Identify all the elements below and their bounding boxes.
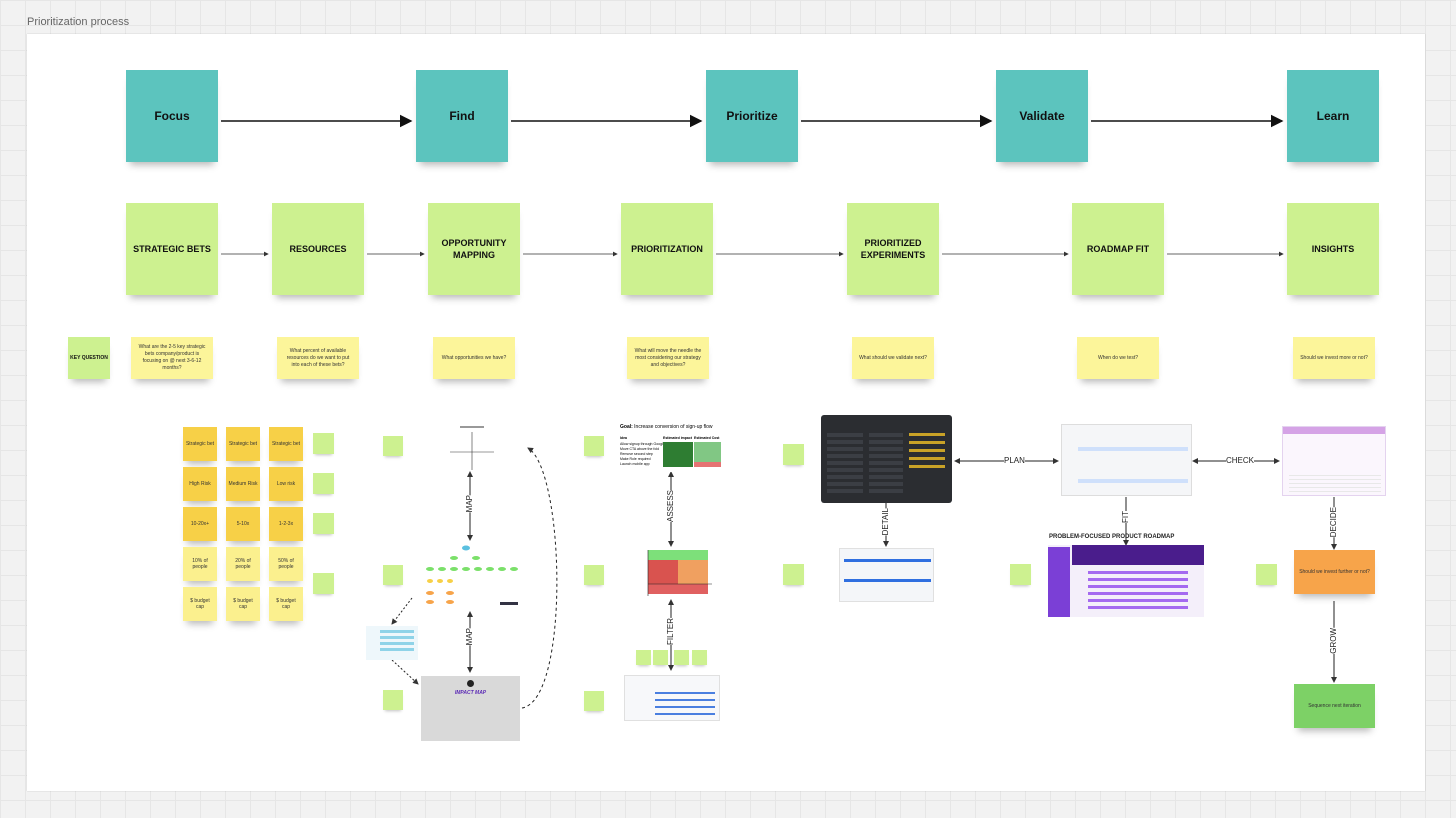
step-roadmap-fit[interactable]: ROADMAP FIT — [1072, 203, 1164, 295]
label-decide: DECIDE — [1329, 507, 1338, 538]
bet-cell[interactable]: Low risk — [269, 467, 303, 501]
bet-cell[interactable]: 20% of people — [226, 547, 260, 581]
impact-cells — [663, 442, 693, 467]
mini-note[interactable] — [1010, 564, 1031, 585]
question-strategic-bets[interactable]: What are the 2-5 key strategic bets comp… — [131, 337, 213, 379]
bet-cell[interactable]: $ budget cap — [183, 587, 217, 621]
key-question-label[interactable]: KEY QUESTION — [68, 337, 110, 379]
question-prioritization[interactable]: What will move the needle the most consi… — [627, 337, 709, 379]
label-plan: PLAN — [1004, 456, 1025, 465]
mini-note[interactable] — [383, 565, 403, 585]
backlog-table-thumbnail[interactable] — [624, 675, 720, 721]
idea-row: Allow signup through Google — [620, 442, 665, 446]
opportunity-solution-tree-thumbnail[interactable] — [418, 540, 524, 612]
impact-effort-matrix-thumbnail[interactable] — [628, 548, 714, 600]
mini-note[interactable] — [783, 444, 804, 465]
step-resources[interactable]: RESOURCES — [272, 203, 364, 295]
idea-row: Launch mobile app — [620, 462, 650, 466]
bet-cell[interactable]: 50% of people — [269, 547, 303, 581]
label-assess: ASSESS — [666, 490, 675, 523]
mini-note[interactable] — [674, 650, 689, 665]
label-filter: FILTER — [666, 618, 675, 645]
question-resources[interactable]: What percent of available resources do w… — [277, 337, 359, 379]
mini-note[interactable] — [692, 650, 707, 665]
mini-note[interactable] — [313, 473, 334, 494]
mini-note[interactable] — [783, 564, 804, 585]
mini-note[interactable] — [584, 565, 604, 585]
idea-row: Move CTA above the fold — [620, 447, 660, 451]
idea-row: Remove second step — [620, 452, 653, 456]
bet-cell[interactable]: Strategic bet — [269, 427, 303, 461]
label-detail: DETAIL — [881, 508, 890, 536]
quadrant-diagram-thumbnail[interactable] — [442, 424, 502, 474]
mini-note[interactable] — [1256, 564, 1277, 585]
goal-col-idea: Idea — [620, 436, 628, 440]
bet-cell[interactable]: Strategic bet — [226, 427, 260, 461]
question-opportunities[interactable]: What opportunities we have? — [433, 337, 515, 379]
bet-cell[interactable]: 5-10x — [226, 507, 260, 541]
mini-note[interactable] — [383, 690, 403, 710]
goal-col-impact: Estimated impact — [663, 436, 692, 440]
table-thumbnail[interactable] — [366, 626, 418, 660]
idea-row: Make Role required — [620, 457, 651, 461]
bet-cell[interactable]: High Risk — [183, 467, 217, 501]
step-prioritization[interactable]: PRIORITIZATION — [621, 203, 713, 295]
mini-note[interactable] — [313, 573, 334, 594]
impact-map-thumbnail[interactable]: IMPACT MAP — [421, 676, 520, 741]
phase-validate[interactable]: Validate — [996, 70, 1088, 162]
phase-learn[interactable]: Learn — [1287, 70, 1379, 162]
label-check: CHECK — [1226, 456, 1255, 465]
hypothesis-card-thumbnail[interactable] — [839, 548, 934, 602]
goal-prefix: Goal: — [620, 424, 633, 430]
ab-test-results-thumbnail[interactable] — [1282, 426, 1386, 496]
bet-cell[interactable]: Medium Risk — [226, 467, 260, 501]
goal-col-cost: Estimated Cost — [694, 436, 720, 440]
frame-title: Prioritization process — [27, 16, 130, 28]
mini-note[interactable] — [313, 433, 334, 454]
mini-note[interactable] — [636, 650, 651, 665]
mini-note[interactable] — [584, 691, 604, 711]
question-invest[interactable]: Should we invest more or not? — [1293, 337, 1375, 379]
bet-cell[interactable]: $ budget cap — [226, 587, 260, 621]
roadmap-title: PROBLEM-FOCUSED PRODUCT ROADMAP — [1049, 534, 1175, 540]
mini-note[interactable] — [653, 650, 668, 665]
question-validate[interactable]: What should we validate next? — [852, 337, 934, 379]
badge-icon — [467, 680, 474, 687]
roadmap-tool-thumbnail[interactable] — [1061, 424, 1192, 496]
goal-card[interactable]: Goal: Increase conversion of sign-up flo… — [619, 424, 723, 472]
step-insights[interactable]: INSIGHTS — [1287, 203, 1379, 295]
decide-note[interactable]: Should we invest further or not? — [1294, 550, 1375, 594]
label-map-2: MAP — [465, 628, 474, 646]
step-opportunity-mapping[interactable]: OPPORTUNITY MAPPING — [428, 203, 520, 295]
mini-note[interactable] — [584, 436, 604, 456]
step-prioritized-experiments[interactable]: PRIORITIZED EXPERIMENTS — [847, 203, 939, 295]
goal-text: Increase conversion of sign-up flow — [634, 424, 713, 430]
label-map-1: MAP — [465, 495, 474, 513]
phase-prioritize[interactable]: Prioritize — [706, 70, 798, 162]
bet-cell[interactable]: 10-20x+ — [183, 507, 217, 541]
phase-find[interactable]: Find — [416, 70, 508, 162]
mini-note[interactable] — [383, 436, 403, 456]
label-grow: GROW — [1329, 628, 1338, 654]
product-roadmap-thumbnail[interactable] — [1048, 545, 1204, 617]
dashed-loop-arrow — [521, 447, 558, 709]
step-strategic-bets[interactable]: STRATEGIC BETS — [126, 203, 218, 295]
impact-map-title: IMPACT MAP — [454, 690, 487, 696]
phase-focus[interactable]: Focus — [126, 70, 218, 162]
label-fit: FIT — [1121, 511, 1130, 523]
bet-cell[interactable]: 1-2-3x — [269, 507, 303, 541]
experiments-board-thumbnail[interactable] — [821, 415, 952, 503]
grow-note[interactable]: Sequence next iteration — [1294, 684, 1375, 728]
question-when-test[interactable]: When do we test? — [1077, 337, 1159, 379]
bet-cell[interactable]: Strategic bet — [183, 427, 217, 461]
mini-note[interactable] — [313, 513, 334, 534]
bet-cell[interactable]: $ budget cap — [269, 587, 303, 621]
bet-cell[interactable]: 10% of people — [183, 547, 217, 581]
